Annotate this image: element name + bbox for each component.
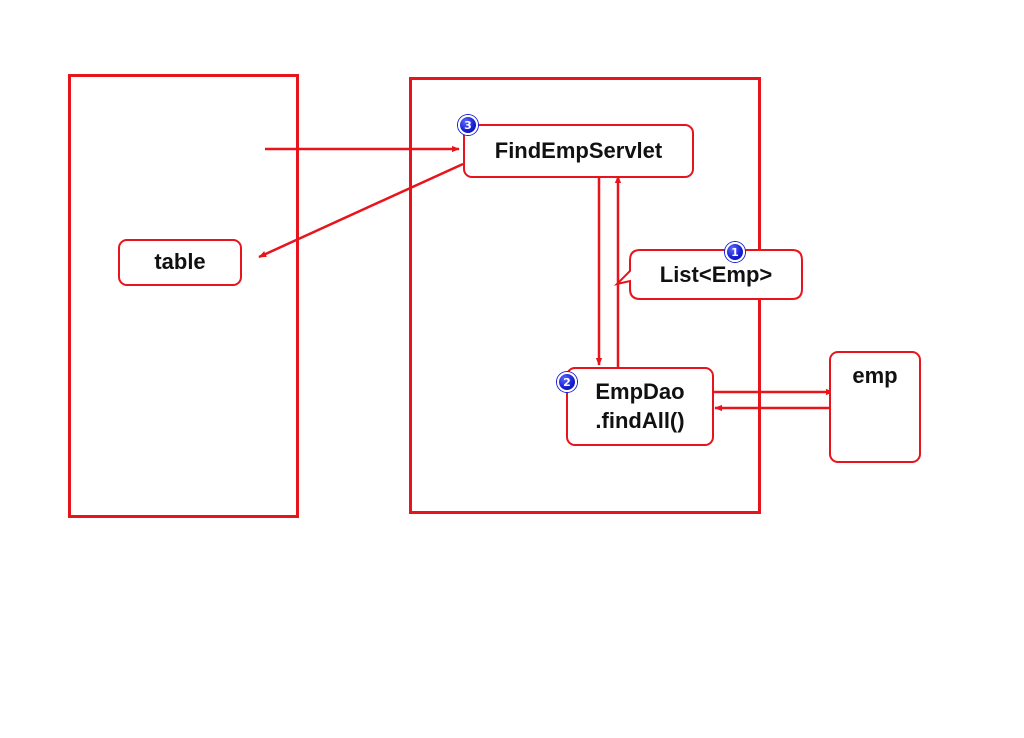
table-label: table [154,249,206,275]
list-callout: List<Emp> [630,250,802,299]
table-node: table [118,239,242,286]
servlet-node: FindEmpServlet [463,124,694,178]
list-callout-bubble [613,249,803,300]
dao-method-label: .findAll() [595,407,685,433]
servlet-label: FindEmpServlet [494,137,663,163]
list-label: List<Emp> [659,261,773,287]
step-badge-1: 1 [725,242,745,262]
emp-label: emp [852,363,898,388]
step-badge-2: 2 [557,372,577,392]
browser-frame [68,74,299,518]
dao-class-label: EmpDao [595,378,685,404]
response-arrow [258,162,464,259]
dao-node: EmpDao .findAll() [566,367,714,446]
emp-table-node: emp [829,351,921,463]
step-badge-3: 3 [458,115,478,135]
